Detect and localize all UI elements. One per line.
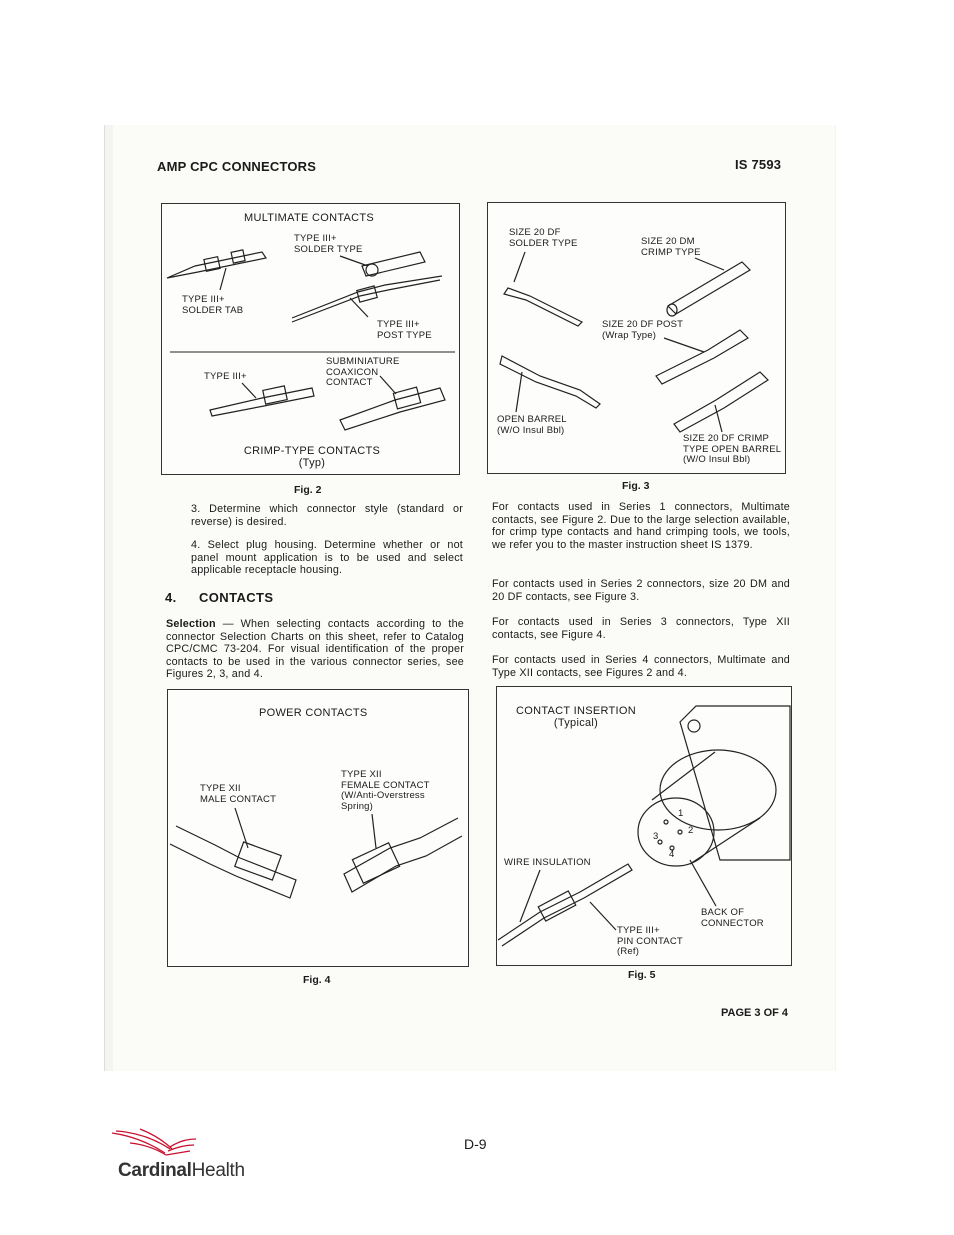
fig3-label-df-solder: SIZE 20 DF SOLDER TYPE	[509, 227, 578, 249]
footer-page-number: D-9	[464, 1136, 487, 1152]
fig4-label-male: TYPE XII MALE CONTACT	[200, 783, 277, 805]
logo-bold: Cardinal	[118, 1160, 192, 1181]
fig2-label-solder-type: TYPE III+ SOLDER TYPE	[294, 233, 363, 255]
fig2-label-solder-tab: TYPE III+ SOLDER TAB	[182, 294, 244, 316]
page-label: PAGE 3 OF 4	[721, 1007, 789, 1019]
fig5-label-back: BACK OF CONNECTOR	[701, 907, 764, 929]
document-header-right: IS 7593	[735, 157, 782, 172]
selection-body: — When selecting contacts according to t…	[166, 618, 464, 681]
fig5-pin-number-2: 2	[688, 825, 694, 836]
fig3-label-open-barrel: OPEN BARREL (W/O Insul Bbl)	[497, 414, 567, 436]
fig4-caption: Fig. 4	[303, 974, 331, 986]
section-number: 4.	[165, 590, 177, 605]
logo-regular: Health	[191, 1160, 245, 1181]
fig2-subtitle: CRIMP-TYPE CONTACTS (Typ)	[243, 445, 381, 469]
fig3-label-dm-crimp: SIZE 20 DM CRIMP TYPE	[641, 236, 701, 258]
section-title: CONTACTS	[199, 590, 274, 605]
fig5-caption: Fig. 5	[628, 969, 656, 981]
fig3-caption: Fig. 3	[622, 480, 650, 492]
fig2-label-post-type: TYPE III+ POST TYPE	[377, 319, 432, 341]
right-paragraph-2: For contacts used in Series 2 connectors…	[492, 578, 790, 603]
selection-paragraph: Selection — When selecting contacts acco…	[166, 618, 464, 681]
right-paragraph-1: For contacts used in Series 1 connectors…	[492, 501, 790, 551]
fig3-label-df-post: SIZE 20 DF POST (Wrap Type)	[602, 319, 684, 341]
fig4-box	[167, 689, 469, 967]
fig2-label-type3: TYPE III+	[204, 371, 247, 382]
fig5-pin-number-3: 3	[653, 831, 659, 842]
fig3-label-df-crimp: SIZE 20 DF CRIMP TYPE OPEN BARREL (W/O I…	[683, 433, 782, 465]
selection-lead: Selection	[166, 618, 216, 630]
fig2-label-coaxicon: SUBMINIATURE COAXICON CONTACT	[326, 356, 400, 388]
right-paragraph-3: For contacts used in Series 3 connectors…	[492, 616, 790, 641]
fig5-title: CONTACT INSERTION (Typical)	[516, 705, 636, 729]
fig5-label-wire: WIRE INSULATION	[504, 857, 591, 868]
cardinal-logo-icon	[111, 1128, 197, 1156]
fig4-label-female: TYPE XII FEMALE CONTACT (W/Anti-Overstre…	[341, 769, 430, 812]
fig2-title: MULTIMATE CONTACTS	[244, 212, 375, 224]
cardinal-logo-text: CardinalHealth	[118, 1160, 245, 1182]
fig5-pin-number-1: 1	[678, 808, 684, 819]
right-paragraph-4: For contacts used in Series 4 connectors…	[492, 654, 790, 679]
fig5-pin-number-4: 4	[669, 849, 675, 860]
fig3-box	[487, 202, 786, 474]
fig5-label-pin: TYPE III+ PIN CONTACT (Ref)	[617, 925, 683, 957]
fig2-box	[161, 203, 460, 475]
fig4-title: POWER CONTACTS	[259, 707, 368, 719]
step3-text: 3. Determine which connector style (stan…	[191, 503, 463, 528]
document-header-left: AMP CPC CONNECTORS	[157, 159, 317, 174]
fig2-caption: Fig. 2	[294, 484, 322, 496]
step4-text: 4. Select plug housing. Determine whethe…	[191, 539, 463, 577]
